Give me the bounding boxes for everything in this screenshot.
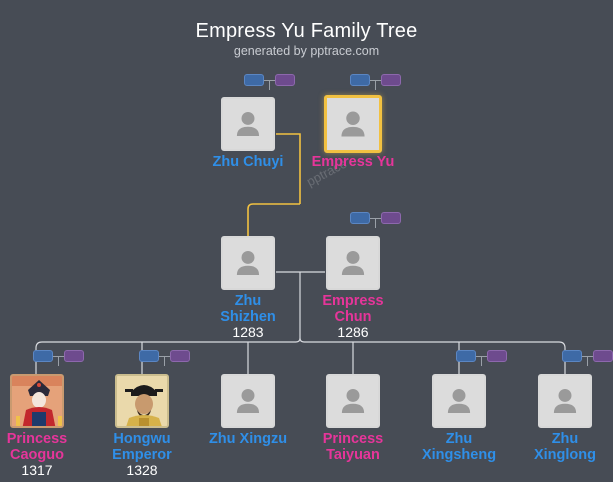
expand-mother-button-zhu-chuyi[interactable] xyxy=(275,74,295,86)
avatar-placeholder-icon[interactable] xyxy=(221,236,275,290)
person-name: Zhu Xingsheng xyxy=(421,431,497,463)
person-zhu-xingzu[interactable]: Zhu Xingzu xyxy=(193,374,303,447)
avatar-placeholder-icon[interactable] xyxy=(221,374,275,428)
birth-year: 1317 xyxy=(21,462,53,478)
avatar-placeholder-icon[interactable] xyxy=(326,374,380,428)
person-empress-yu[interactable]: Empress Yu xyxy=(298,95,408,170)
pill-stem-line xyxy=(481,356,482,366)
expand-father-button-zhu-xinglong[interactable] xyxy=(562,350,582,362)
birth-year: 1286 xyxy=(337,324,369,340)
pill-stem-line xyxy=(269,80,270,90)
person-name: Empress Chun xyxy=(322,293,384,325)
person-name: Zhu Chuyi xyxy=(212,154,284,170)
person-name: Princess Caoguo xyxy=(6,431,68,463)
birth-year: 1328 xyxy=(126,462,158,478)
birth-year: 1283 xyxy=(232,324,264,340)
pill-stem-line xyxy=(375,80,376,90)
connector-gen1-couple xyxy=(276,133,301,204)
connector-gen1-child xyxy=(247,203,300,236)
person-name: Princess Taiyuan xyxy=(322,431,384,463)
person-zhu-shizhen[interactable]: Zhu Shizhen 1283 xyxy=(193,236,303,340)
connector-gen2-couple xyxy=(276,271,325,338)
person-zhu-chuyi[interactable]: Zhu Chuyi xyxy=(193,97,303,170)
avatar-placeholder-icon[interactable] xyxy=(538,374,592,428)
expand-father-button-empress-chun[interactable] xyxy=(350,212,370,224)
avatar-placeholder-icon[interactable] xyxy=(432,374,486,428)
person-hongwu-emperor[interactable]: Hongwu Emperor 1328 xyxy=(87,374,197,478)
expand-mother-button-zhu-xingsheng[interactable] xyxy=(487,350,507,362)
avatar-placeholder-icon[interactable] xyxy=(324,95,382,153)
pill-stem-line xyxy=(375,218,376,228)
person-zhu-xingsheng[interactable]: Zhu Xingsheng xyxy=(404,374,514,463)
page-subtitle: generated by pptrace.com xyxy=(233,44,380,58)
person-princess-taiyuan[interactable]: Princess Taiyuan xyxy=(298,374,408,463)
person-name: Zhu Xingzu xyxy=(208,431,288,447)
person-zhu-xinglong[interactable]: Zhu Xinglong xyxy=(510,374,613,463)
avatar-placeholder-icon[interactable] xyxy=(326,236,380,290)
pill-stem-line xyxy=(58,356,59,366)
person-name: Zhu Shizhen xyxy=(220,293,276,325)
person-name: Empress Yu xyxy=(311,154,395,170)
person-princess-caoguo[interactable]: Princess Caoguo 1317 xyxy=(0,374,92,478)
connector-gen2-bus xyxy=(35,337,566,374)
avatar-placeholder-icon[interactable] xyxy=(221,97,275,151)
expand-father-button-zhu-chuyi[interactable] xyxy=(244,74,264,86)
person-empress-chun[interactable]: Empress Chun 1286 xyxy=(298,236,408,340)
expand-mother-button-empress-yu[interactable] xyxy=(381,74,401,86)
person-name: Zhu Xinglong xyxy=(533,431,596,463)
pill-stem-line xyxy=(587,356,588,366)
expand-father-button-hongwu-emperor[interactable] xyxy=(139,350,159,362)
pill-stem-line xyxy=(164,356,165,366)
expand-father-button-empress-yu[interactable] xyxy=(350,74,370,86)
page-title: Empress Yu Family Tree xyxy=(195,20,418,42)
expand-mother-button-zhu-xinglong[interactable] xyxy=(593,350,613,362)
expand-mother-button-empress-chun[interactable] xyxy=(381,212,401,224)
expand-father-button-zhu-xingsheng[interactable] xyxy=(456,350,476,362)
expand-mother-button-princess-caoguo[interactable] xyxy=(64,350,84,362)
princess-portrait[interactable] xyxy=(10,374,64,428)
expand-father-button-princess-caoguo[interactable] xyxy=(33,350,53,362)
expand-mother-button-hongwu-emperor[interactable] xyxy=(170,350,190,362)
person-name: Hongwu Emperor xyxy=(112,431,172,463)
emperor-portrait[interactable] xyxy=(115,374,169,428)
